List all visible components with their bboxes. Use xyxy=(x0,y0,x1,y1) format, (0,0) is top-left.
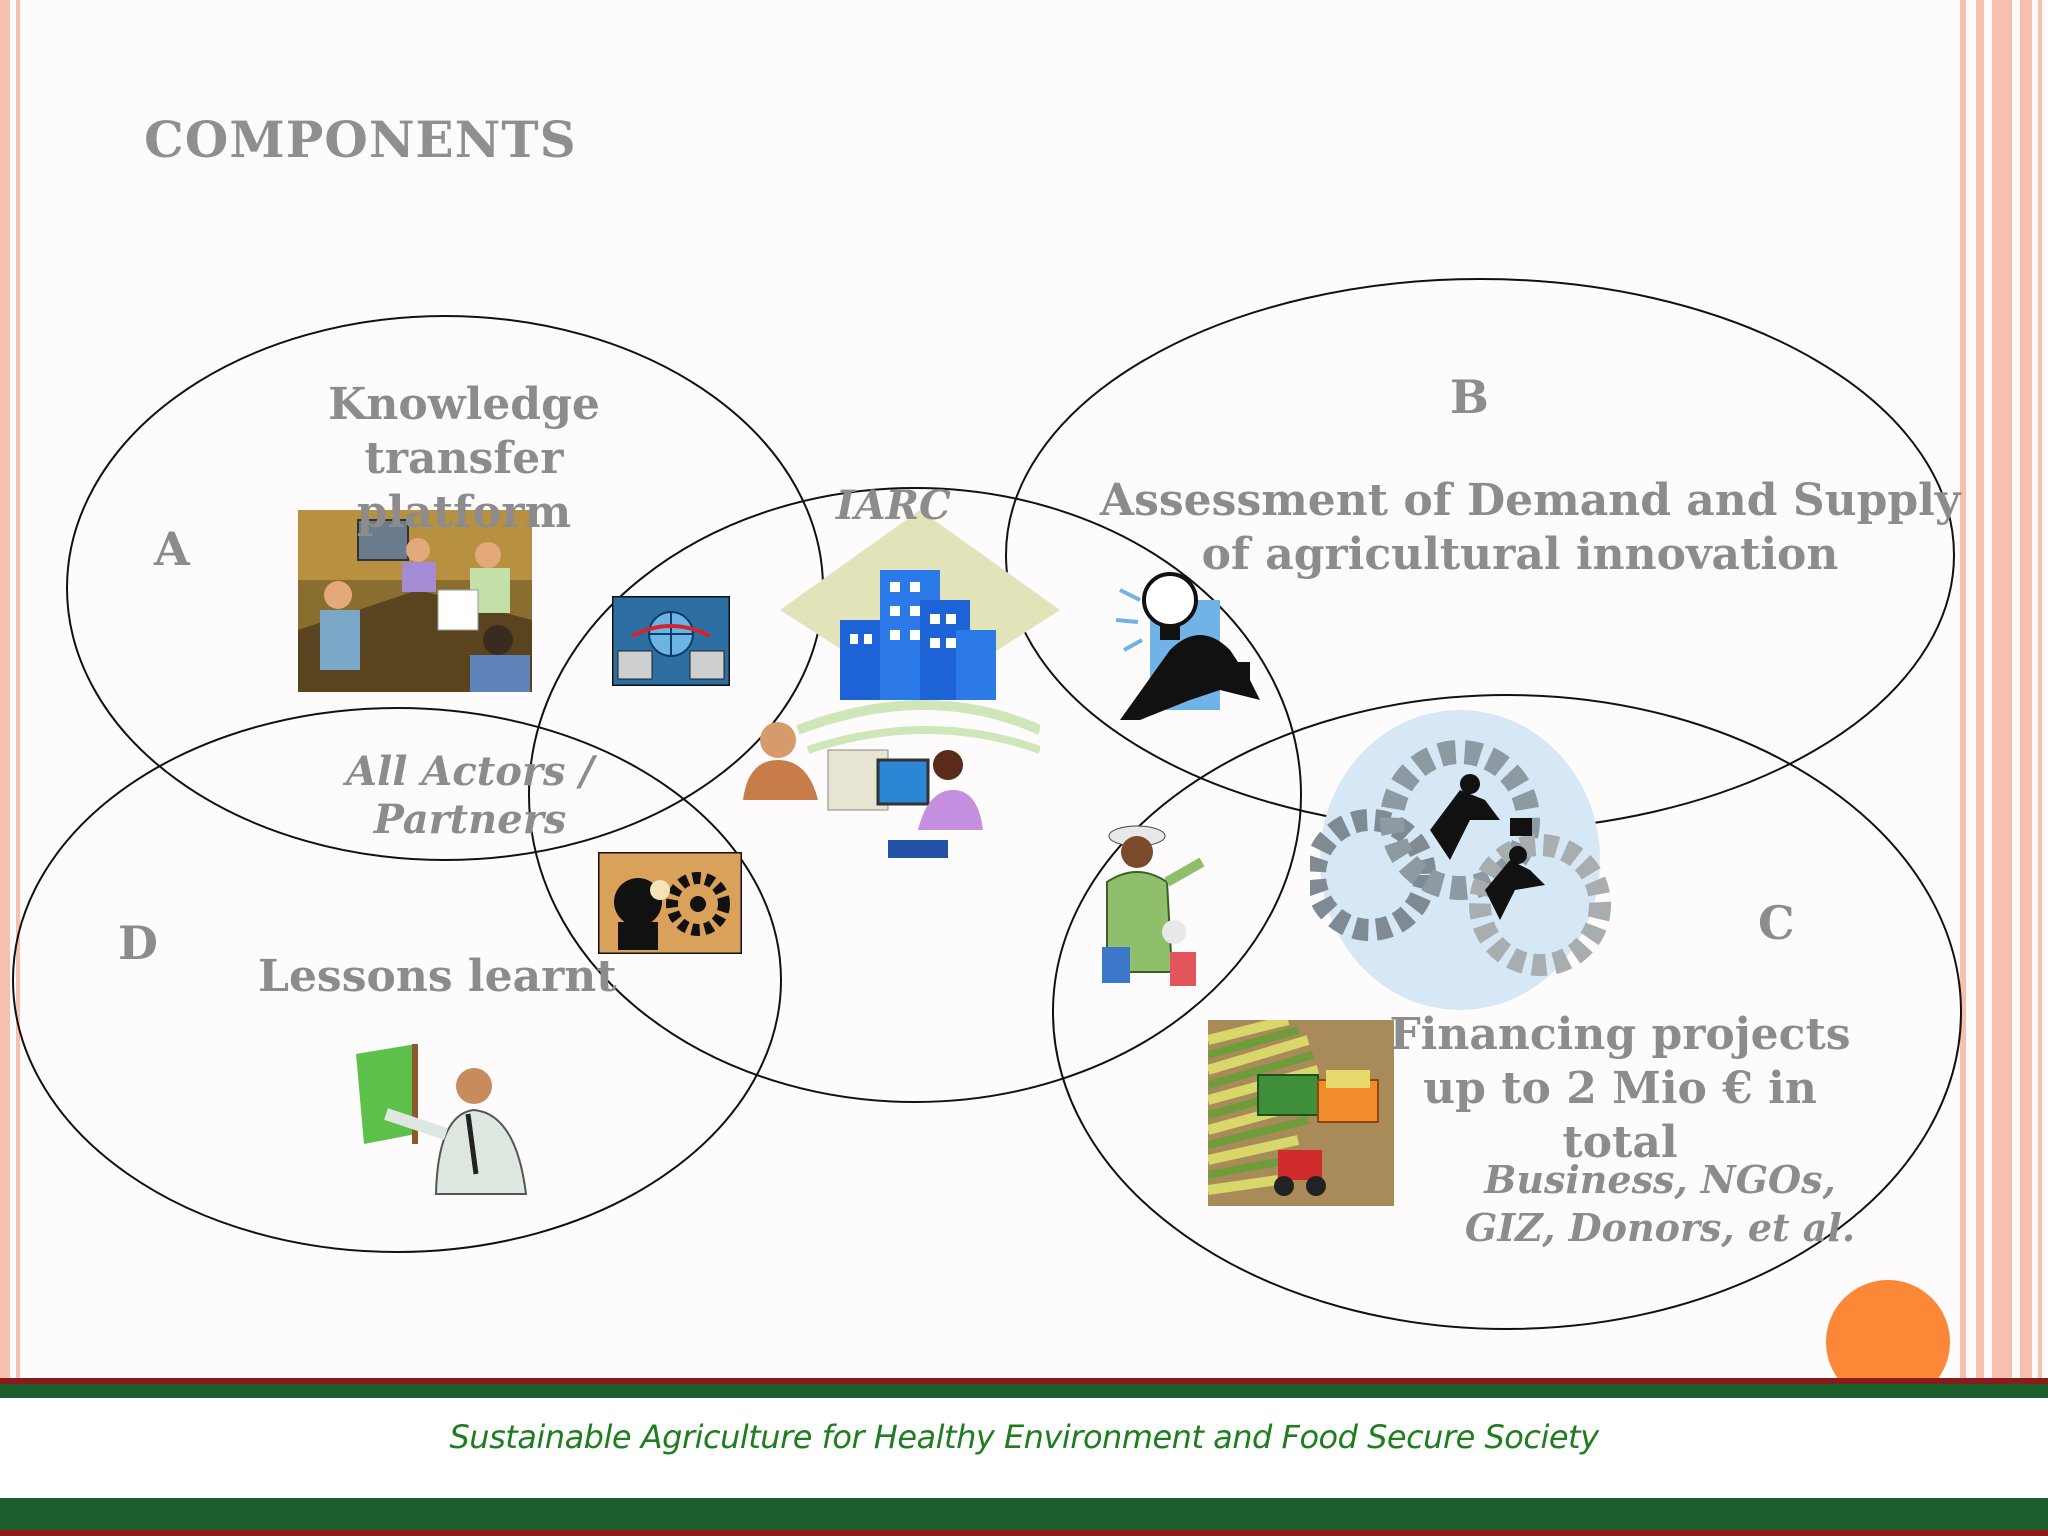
component-letter-a: A xyxy=(154,522,190,576)
idea-lightbulb-icon xyxy=(1115,572,1260,720)
ellipse-d xyxy=(12,707,782,1253)
label-line: Business, NGOs, xyxy=(1484,1157,1836,1202)
ellipse-center xyxy=(528,487,1302,1103)
footer-bottom-green-band xyxy=(0,1498,2048,1530)
meeting-clipart-icon xyxy=(298,510,532,692)
gears-businessmen-icon xyxy=(1310,710,1611,1010)
iarc-label: IARC xyxy=(836,482,951,529)
label-line: total xyxy=(1562,1117,1678,1168)
label-line: platform xyxy=(356,487,572,538)
business-actors-label: Business, NGOs, GIZ, Donors, et al. xyxy=(1440,1156,1880,1252)
component-letter-b: B xyxy=(1450,370,1489,424)
label-line: GIZ, Donors, et al. xyxy=(1464,1205,1856,1250)
right-border-stripe xyxy=(2020,0,2032,1378)
footer-white-band xyxy=(0,1398,2048,1498)
office-building-icon xyxy=(780,510,1060,700)
right-border-stripe-thin xyxy=(2038,0,2042,1378)
label-line: Knowledge xyxy=(328,379,600,430)
harvester-field-icon xyxy=(1208,1020,1394,1206)
office-workers-icon xyxy=(743,700,1040,858)
footer-slogan: Sustainable Agriculture for Healthy Envi… xyxy=(449,1418,1599,1456)
footer-top-green-band xyxy=(0,1384,2048,1398)
ellipse-c xyxy=(1052,694,1962,1330)
gears-process-icon xyxy=(598,852,742,954)
label-line: of agricultural innovation xyxy=(1201,529,1839,580)
footer-top-red-line xyxy=(0,1378,2048,1384)
label-line: Assessment of Demand and Supply xyxy=(1100,475,1961,526)
farmer-icon xyxy=(1102,825,1205,986)
component-letter-d: D xyxy=(118,916,158,970)
right-border-stripe xyxy=(1976,0,1984,1378)
label-line: All Actors / xyxy=(345,748,595,795)
label-line: transfer xyxy=(364,433,564,484)
left-border-stripe-thin xyxy=(16,0,20,1378)
component-d-label: Lessons learnt xyxy=(258,951,617,1002)
component-letter-c: C xyxy=(1758,896,1795,950)
teacher-presentation-icon xyxy=(356,1044,528,1195)
component-b-label: Assessment of Demand and Supply of agric… xyxy=(1100,474,1961,582)
label-line: Partners xyxy=(373,796,567,843)
slide-title: COMPONENTS xyxy=(144,110,577,169)
component-c-label: Financing projects up to 2 Mio € in tota… xyxy=(1380,1008,1860,1170)
footer-bottom-red-line xyxy=(0,1530,2048,1536)
right-border-stripe xyxy=(1960,0,1966,1378)
right-border-stripe xyxy=(1992,0,2012,1378)
left-border-stripe xyxy=(0,0,10,1378)
all-actors-label: All Actors / Partners xyxy=(340,748,600,844)
component-a-label: Knowledge transfer platform xyxy=(314,378,614,540)
computer-network-icon xyxy=(612,596,730,686)
label-line: Financing projects xyxy=(1389,1009,1851,1060)
label-line: up to 2 Mio € in xyxy=(1423,1063,1817,1114)
